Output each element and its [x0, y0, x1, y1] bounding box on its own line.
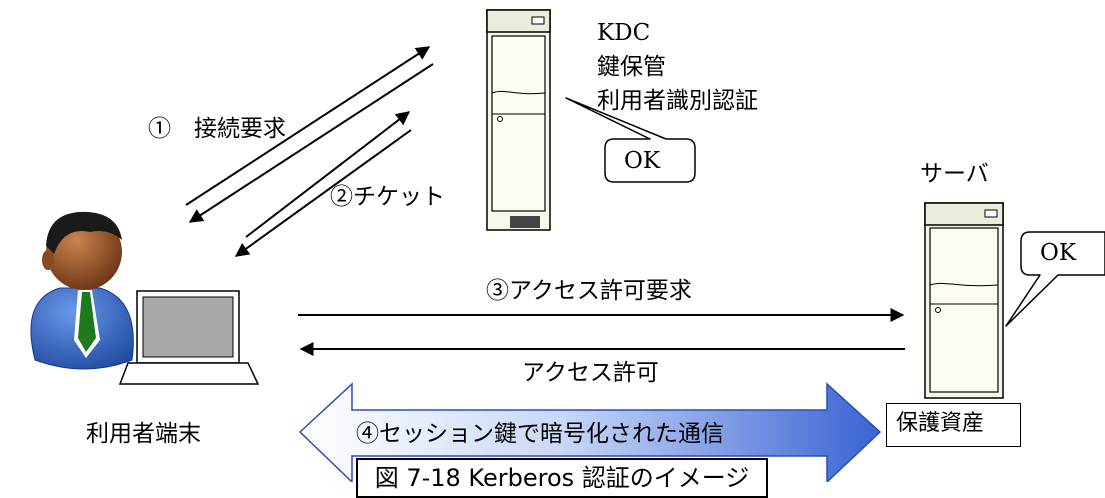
- server-bubble-text: OK: [1040, 240, 1077, 266]
- kdc-line-user-auth: 利用者識別認証: [597, 88, 758, 114]
- step1-label: ① 接続要求: [148, 116, 286, 142]
- step3-label: ③アクセス許可要求: [486, 278, 692, 304]
- kdc-server-icon: [486, 9, 551, 231]
- kdc-title: KDC: [597, 20, 651, 46]
- step3-reply-label: アクセス許可: [522, 360, 659, 386]
- server-ok-bubble: [1005, 231, 1105, 327]
- user-avatar-icon: [30, 211, 134, 370]
- protected-asset-box: 保護資産: [886, 403, 1021, 447]
- server-label: サーバ: [920, 161, 989, 187]
- laptop-icon: [118, 290, 260, 385]
- figure-caption: 図 7-18 Kerberos 認証のイメージ: [356, 458, 768, 498]
- arrow-connect-request: [185, 46, 434, 223]
- step2-label: ②チケット: [330, 184, 445, 210]
- kdc-bubble-text: OK: [624, 148, 661, 174]
- arrow-ticket: [234, 111, 412, 257]
- client-label: 利用者端末: [86, 421, 201, 447]
- kdc-line-key-storage: 鍵保管: [597, 54, 666, 80]
- step4-label: ④セッション鍵で暗号化された通信: [356, 421, 724, 447]
- server-icon: [924, 202, 1004, 399]
- diagram-canvas: [30, 9, 1105, 482]
- encrypted-channel-arrow: [298, 382, 882, 482]
- kdc-ok-bubble: [565, 97, 696, 183]
